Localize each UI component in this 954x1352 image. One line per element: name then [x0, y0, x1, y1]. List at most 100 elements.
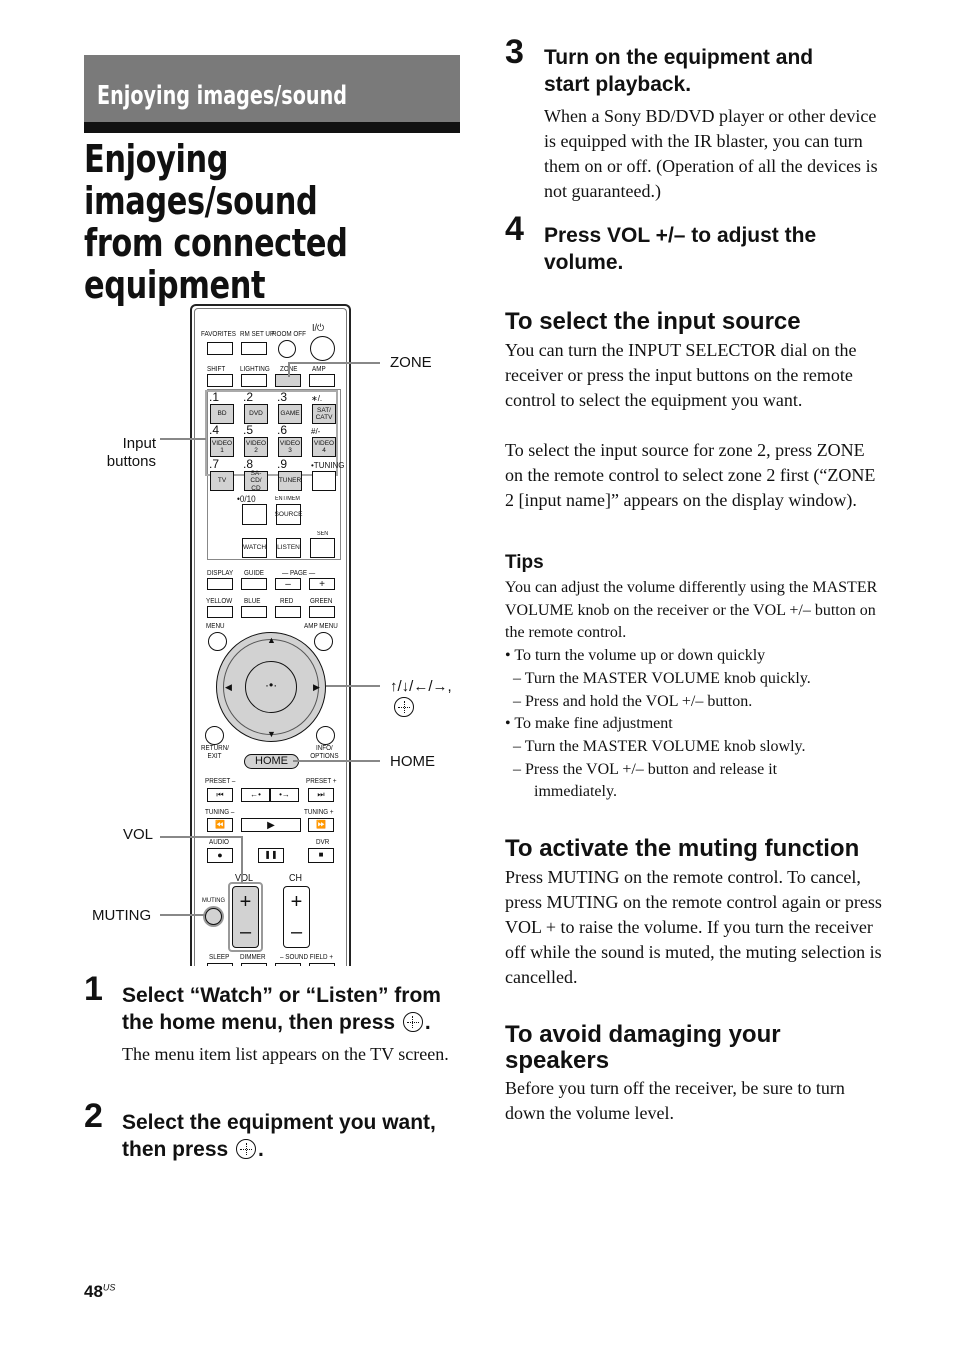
button — [207, 374, 233, 387]
step-heading-end: . — [258, 1138, 264, 1161]
label: GUIDE — [244, 570, 264, 577]
input-button: SAT/ CATV — [312, 404, 336, 424]
callout-muting: MUTING — [92, 907, 152, 924]
callout-line — [160, 438, 206, 440]
zero-button — [242, 504, 267, 525]
step-heading: Press VOL +/– to adjust the volume. — [544, 224, 817, 274]
label: FAVORITES — [201, 331, 236, 338]
step-number: 2 — [84, 1097, 103, 1135]
tips-heading: Tips — [505, 552, 544, 573]
paragraph: Press MUTING on the remote control. To c… — [505, 867, 882, 987]
input-button: VIDEO 1 — [210, 437, 234, 457]
room-off-button — [278, 340, 296, 358]
muting-button — [205, 908, 222, 925]
number-label: .3 — [277, 390, 288, 404]
section-heading: To activate the muting function — [505, 835, 860, 862]
label: I/⏻ — [312, 323, 325, 334]
step-body: The menu item list appears on the TV scr… — [122, 1044, 449, 1064]
left-arrow-icon: ◀ — [225, 682, 232, 692]
page-minus-button: – — [275, 578, 301, 590]
amp-menu-button — [314, 632, 333, 651]
label: MENU — [206, 623, 225, 630]
section-heading: To avoid damaging your speakers — [505, 1021, 781, 1074]
page-number-value: 48 — [84, 1282, 103, 1301]
callout-line — [288, 362, 290, 377]
label: TUNING + — [304, 809, 334, 816]
input-button: VIDEO 3 — [278, 437, 302, 457]
remote-crop — [180, 966, 370, 996]
sen-button — [310, 538, 335, 558]
callout-line — [326, 685, 380, 687]
vol-frame — [228, 882, 263, 952]
home-button: HOME — [244, 754, 299, 769]
info-button — [316, 726, 335, 745]
label: LIGHTING — [240, 366, 270, 373]
color-button — [207, 606, 233, 618]
label: DISPLAY — [207, 570, 234, 577]
button: •→ — [270, 788, 299, 802]
enter-button — [245, 661, 297, 713]
page-number: 48US — [84, 1282, 115, 1302]
label: RED — [280, 598, 294, 605]
right-arrow-icon: ▶ — [313, 682, 320, 692]
step-heading: Select “Watch” or “Listen” from the home… — [122, 982, 467, 1036]
label: DVR — [316, 839, 330, 846]
tuning-plus-button: ⏩ — [308, 818, 334, 832]
label: BLUE — [244, 598, 261, 605]
title-line: equipment — [84, 263, 266, 307]
play-button: ▶ — [241, 818, 301, 832]
input-button: VIDEO 2 — [244, 437, 268, 457]
step-heading-end: . — [424, 1011, 431, 1034]
watch-button: WATCH — [242, 538, 267, 558]
display-button — [207, 578, 233, 590]
enter-icon — [394, 697, 414, 717]
enter-icon — [402, 1012, 423, 1032]
tip-bullet: • To make fine adjustment — [505, 715, 673, 732]
number-label: .2 — [243, 390, 254, 404]
label: ENT/MEM — [275, 496, 300, 502]
label: AMP MENU — [304, 623, 338, 630]
label: – SOUND FIELD + — [280, 954, 334, 961]
step-body: When a Sony BD/DVD player or other devic… — [544, 106, 878, 201]
label: PRESET – — [205, 778, 236, 785]
label: DIMMER — [240, 954, 266, 961]
page-suffix: US — [102, 1282, 116, 1293]
callout-home: HOME — [390, 753, 435, 770]
label: VOL — [235, 873, 254, 884]
number-label: ∗/. — [311, 394, 323, 403]
section-title: Enjoying images/sound — [97, 81, 347, 111]
input-group — [205, 390, 338, 476]
tip-sub: – Press the VOL +/– button and release i… — [513, 761, 778, 778]
input-button: TUNER — [278, 471, 302, 491]
button — [309, 374, 335, 387]
pause-button: ❚❚ — [258, 848, 284, 863]
rm-setup-button — [241, 342, 267, 355]
callout-arrows: ↑/↓/←/→, — [390, 678, 452, 695]
label: YELLOW — [206, 598, 233, 605]
tip-sub: – Turn the MASTER VOLUME knob slowly. — [513, 738, 806, 755]
step-number: 1 — [84, 970, 103, 1008]
callout-line — [241, 836, 243, 883]
number-label: .7 — [209, 457, 220, 471]
label: RM SET UP — [240, 331, 275, 338]
preset-plus-button: ⏭ — [308, 788, 334, 802]
label: TUNING – — [205, 809, 235, 816]
dvr-button: ■ — [308, 848, 334, 863]
label: ROOM OFF — [272, 331, 306, 338]
button: ←• — [241, 788, 270, 802]
label: CH — [289, 873, 303, 884]
input-button: SA-CD/ CD — [244, 470, 268, 492]
tip-bullet: • To turn the volume up or down quickly — [505, 647, 766, 664]
label: SHIFT — [207, 366, 226, 373]
enter-icon — [236, 1139, 257, 1159]
button — [241, 374, 267, 387]
input-button: VIDEO 4 — [312, 437, 336, 457]
label: PRESET + — [306, 778, 337, 785]
title-line: Enjoying images/sound — [84, 137, 318, 223]
number-label: .4 — [209, 423, 220, 437]
callout-line — [160, 836, 242, 838]
label: INFO/ OPTIONS — [310, 745, 339, 760]
callout-vol: VOL — [123, 826, 154, 843]
number-label: #/- — [311, 427, 321, 436]
page-plus-button: + — [309, 578, 335, 590]
